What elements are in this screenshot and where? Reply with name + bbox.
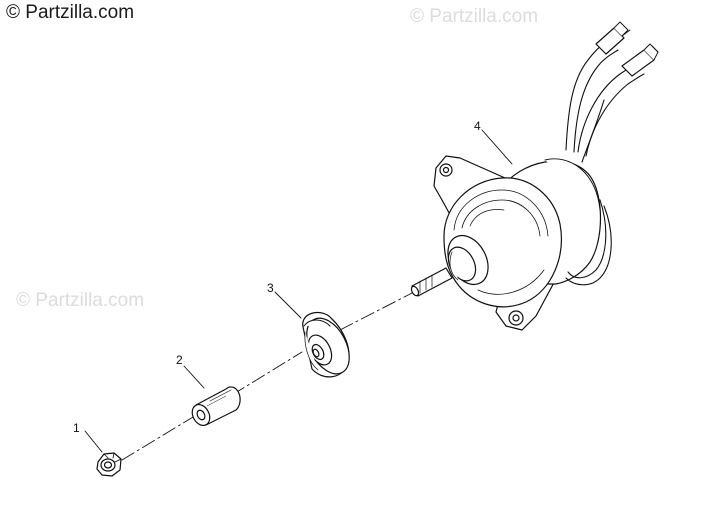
part-1-nut bbox=[96, 452, 122, 477]
part-3-pulley bbox=[302, 311, 350, 378]
callout-4: 4 bbox=[474, 119, 481, 133]
watermark-faint-top: © Partzilla.com bbox=[410, 6, 539, 27]
leader-line-4 bbox=[481, 129, 513, 165]
leader-lines bbox=[84, 129, 513, 453]
part-4-motor bbox=[410, 21, 659, 331]
watermark-faint-left: © Partzilla.com bbox=[16, 290, 145, 311]
watermark-main: © Partzilla.com bbox=[6, 2, 135, 23]
wire-connector-1 bbox=[595, 21, 631, 55]
wire-connector-2 bbox=[621, 43, 659, 77]
motor-wires bbox=[565, 41, 645, 286]
callout-1: 1 bbox=[73, 421, 80, 435]
callout-2: 2 bbox=[176, 353, 183, 367]
assembly-axis-line bbox=[121, 291, 415, 461]
callout-3: 3 bbox=[267, 281, 274, 295]
part-2-spacer bbox=[191, 386, 241, 427]
leader-line-1 bbox=[84, 430, 103, 453]
leader-line-2 bbox=[183, 365, 205, 389]
leader-line-3 bbox=[274, 291, 302, 319]
